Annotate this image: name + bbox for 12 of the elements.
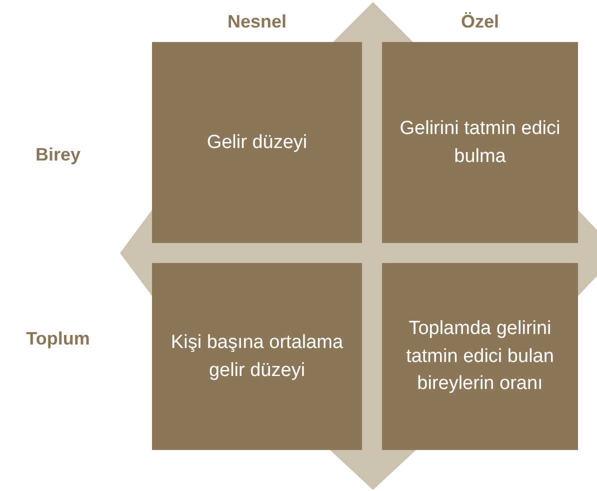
quadrant-text: Toplamda gelirini tatmin edici bulan bireylerin oranı: [405, 317, 555, 396]
row-header: Birey: [35, 144, 81, 166]
column-header: Özel: [461, 12, 499, 32]
quadrant-text: Kişi başına ortalama gelir düzeyi: [170, 330, 344, 382]
quadrant-text: Gelir düzeyi: [206, 130, 308, 155]
row-header: Toplum: [26, 328, 90, 350]
quadrant-box: [152, 42, 362, 243]
quadrant-text: Gelirini tatmin edici bulma: [398, 116, 562, 168]
column-header: Nesnel: [227, 12, 287, 32]
quadrant-box: [382, 263, 578, 450]
quadrant-box: [382, 42, 578, 243]
quadrant-box: [152, 263, 362, 450]
